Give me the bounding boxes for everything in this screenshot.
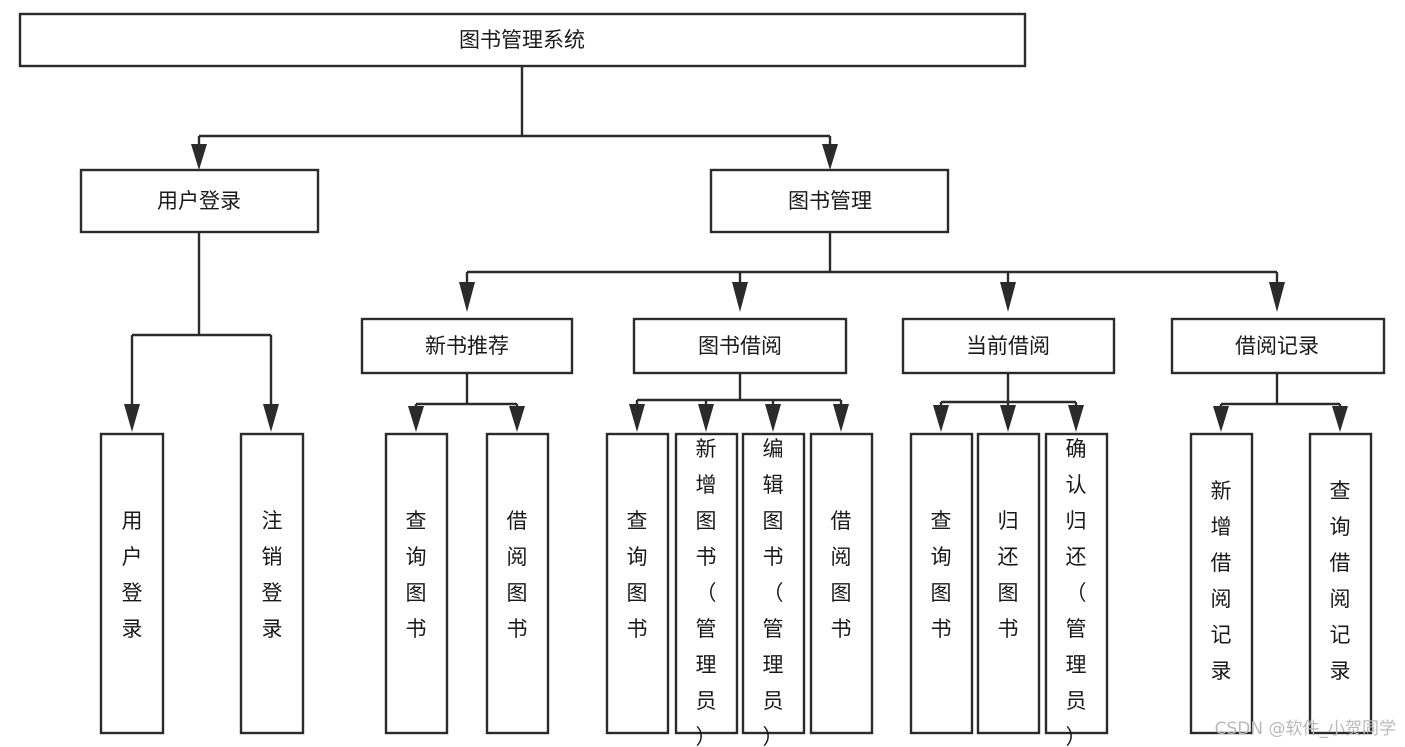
arrow-to-current-borrow [1000, 282, 1016, 312]
arrow-to-borrow-record [1269, 282, 1285, 312]
connector-user-login-to-leaves [124, 232, 279, 432]
node-leaf-current-query-box[interactable] [909, 432, 974, 735]
arrow-to-leaf-current-confirm [1068, 405, 1084, 432]
node-leaf-borrow-query-label: 查询图书 [627, 509, 648, 641]
arrow-to-leaf-borrow-lend [833, 404, 849, 432]
arrow-to-user-login [191, 144, 207, 170]
node-leaf-current-confirm[interactable]: 确认归还（管理员） [1044, 432, 1109, 747]
node-leaf-borrow-query[interactable]: 查询图书 [605, 432, 670, 735]
node-leaf-borrow-add-label: 新增图书（管理员） [696, 437, 717, 747]
node-user-login-box[interactable] [79, 168, 320, 234]
arrow-to-leaf-borrow-query [629, 404, 645, 432]
arrow-to-leaf-borrow-edit [765, 404, 781, 432]
node-leaf-record-add-label: 新增借阅记录 [1211, 479, 1232, 683]
node-new-book-rec[interactable]: 新书推荐 [360, 317, 574, 375]
node-root[interactable]: 图书管理系统 [18, 12, 1027, 68]
connector-book-manage-to-level3 [459, 232, 1285, 312]
node-leaf-borrow-edit-label: 编辑图书（管理员） [763, 437, 784, 747]
node-root-box[interactable] [18, 12, 1027, 68]
node-leaf-rec-borrow[interactable]: 借阅图书 [485, 432, 550, 735]
arrow-to-leaf-record-query [1332, 406, 1348, 432]
node-leaf-record-add-box[interactable] [1189, 432, 1254, 735]
node-leaf-current-return-box[interactable] [976, 432, 1041, 735]
connector-borrow-record-to-leaves [1213, 373, 1348, 432]
arrow-to-leaf-rec-borrow [509, 406, 525, 432]
node-current-borrow[interactable]: 当前借阅 [901, 317, 1116, 375]
node-user-login[interactable]: 用户登录 [79, 168, 320, 234]
arrow-to-leaf-record-add [1213, 406, 1229, 432]
arrow-to-leaf-current-query [933, 405, 949, 432]
node-leaf-borrow-lend-box[interactable] [809, 432, 874, 735]
node-leaf-current-query[interactable]: 查询图书 [909, 432, 974, 735]
node-leaf-borrow-lend-label: 借阅图书 [831, 509, 852, 641]
node-leaf-current-return[interactable]: 归还图书 [976, 432, 1041, 735]
node-current-borrow-label: 当前借阅 [966, 334, 1050, 358]
node-book-manage[interactable]: 图书管理 [709, 168, 950, 234]
node-leaf-rec-query-box[interactable] [384, 432, 449, 735]
arrow-to-leaf-user-login [124, 404, 140, 432]
node-leaf-rec-query-label: 查询图书 [406, 509, 427, 641]
node-leaf-user-logout-box[interactable] [239, 432, 305, 735]
connector-new-book-rec-to-leaves [408, 373, 525, 432]
node-borrow-record-label: 借阅记录 [1235, 334, 1319, 358]
arrow-to-new-book-rec [459, 282, 475, 312]
connector-root-to-level2 [191, 66, 838, 170]
node-leaf-borrow-query-box[interactable] [605, 432, 670, 735]
node-leaf-record-query-box[interactable] [1308, 432, 1373, 735]
node-leaf-user-login-label: 用户登录 [122, 509, 143, 641]
node-leaf-user-login-box[interactable] [99, 432, 165, 735]
node-book-manage-label: 图书管理 [788, 189, 872, 213]
node-leaf-current-query-label: 查询图书 [931, 509, 952, 641]
node-leaf-rec-borrow-box[interactable] [485, 432, 550, 735]
arrow-to-book-manage [822, 144, 838, 170]
node-user-login-label: 用户登录 [157, 189, 241, 213]
node-leaf-borrow-lend[interactable]: 借阅图书 [809, 432, 874, 735]
node-leaf-current-confirm-box[interactable] [1044, 432, 1109, 735]
node-book-borrow-label: 图书借阅 [698, 334, 782, 358]
node-leaf-current-return-label: 归还图书 [998, 509, 1019, 641]
node-leaf-user-login[interactable]: 用户登录 [99, 432, 165, 735]
node-leaf-current-confirm-label: 确认归还（管理员） [1066, 437, 1087, 747]
node-leaf-record-add[interactable]: 新增借阅记录 [1189, 432, 1254, 735]
arrow-to-book-borrow [732, 282, 748, 312]
node-current-borrow-box[interactable] [901, 317, 1116, 375]
node-leaf-borrow-add-box[interactable] [674, 432, 739, 735]
node-leaf-rec-borrow-label: 借阅图书 [507, 509, 528, 641]
arrow-to-leaf-borrow-add [698, 404, 714, 432]
node-leaf-user-logout[interactable]: 注销登录 [239, 432, 305, 735]
node-book-borrow[interactable]: 图书借阅 [632, 317, 848, 375]
node-borrow-record-box[interactable] [1170, 317, 1386, 375]
node-leaf-borrow-add[interactable]: 新增图书（管理员） [674, 432, 739, 747]
node-new-book-rec-label: 新书推荐 [425, 334, 509, 358]
node-leaf-record-query-label: 查询借阅记录 [1330, 479, 1351, 683]
node-leaf-record-query[interactable]: 查询借阅记录 [1308, 432, 1373, 735]
node-book-borrow-box[interactable] [632, 317, 848, 375]
node-leaf-rec-query[interactable]: 查询图书 [384, 432, 449, 735]
node-leaf-borrow-edit-box[interactable] [741, 432, 806, 735]
node-new-book-rec-box[interactable] [360, 317, 574, 375]
connector-current-borrow-to-leaves [933, 373, 1084, 432]
node-borrow-record[interactable]: 借阅记录 [1170, 317, 1386, 375]
arrow-to-leaf-user-logout [263, 404, 279, 432]
node-root-label: 图书管理系统 [459, 28, 585, 52]
arrow-to-leaf-current-return [1000, 405, 1016, 432]
arrow-to-leaf-rec-query [408, 406, 424, 432]
watermark-label: CSDN @软件_小贺同学 [1215, 719, 1396, 739]
connector-book-borrow-to-leaves [629, 373, 849, 432]
node-book-manage-box[interactable] [709, 168, 950, 234]
node-leaf-user-logout-label: 注销登录 [262, 509, 283, 641]
node-leaf-borrow-edit[interactable]: 编辑图书（管理员） [741, 432, 806, 747]
